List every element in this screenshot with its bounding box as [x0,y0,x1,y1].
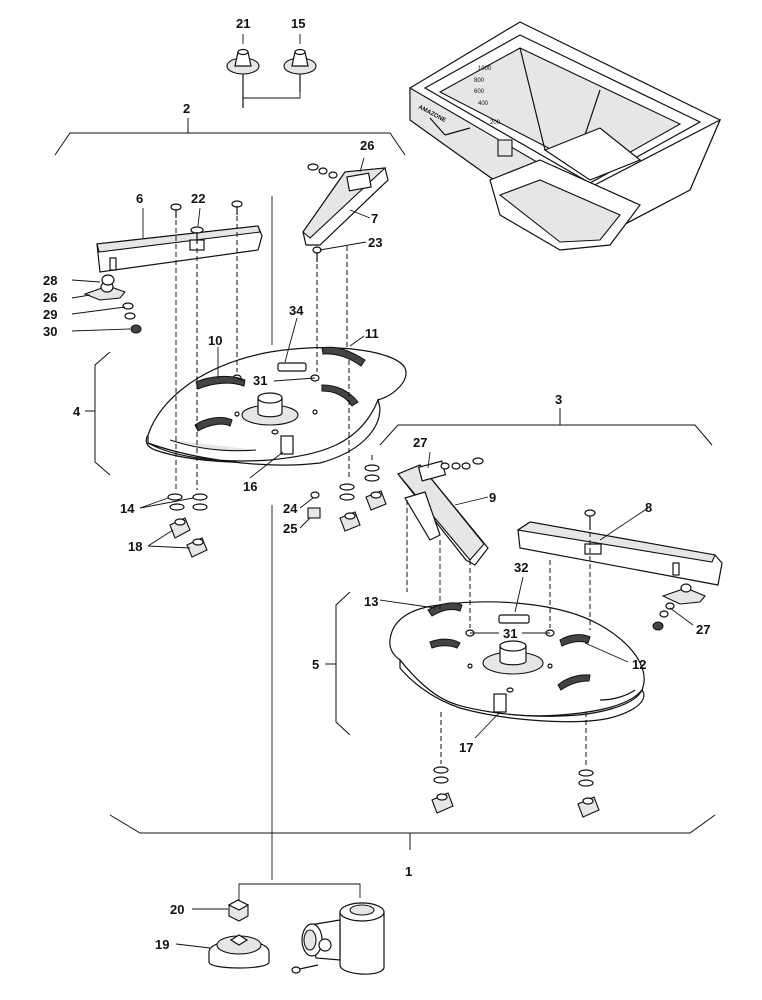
callout-24: 24 [283,501,298,516]
callout-18: 18 [128,539,142,554]
hopper-scale-800: 800 [474,78,485,84]
callout-27-upper: 27 [413,435,427,450]
callout-26-left: 26 [43,290,57,305]
callout-16: 16 [243,479,257,494]
hopper-assembly: 1000 800 600 400 200 AMAZONE [409,21,722,251]
callout-20: 20 [170,902,184,917]
callout-10: 10 [208,333,222,348]
washers-29-30 [122,302,142,334]
star-knobs-21-15 [226,34,317,108]
callout-27-lower: 27 [696,622,710,637]
callout-30: 30 [43,324,57,339]
spreader-vane-9 [397,457,489,566]
callout-11: 11 [365,326,379,341]
assembly-bracket-2 [54,118,406,156]
callout-9: 9 [489,490,496,505]
spreader-vane-7 [302,163,389,262]
hopper-scale-400: 400 [478,101,489,107]
coupling-20 [227,899,250,922]
assembly-bracket-4 [85,351,111,476]
hopper-scale-600: 600 [474,89,485,95]
assembly-bracket-1 [109,814,716,850]
hub-19 [208,934,270,969]
callout-leaders [71,157,694,949]
callout-12: 12 [632,657,646,672]
callout-2: 2 [183,101,190,116]
callout-19: 19 [155,937,169,952]
hopper-scale-200: 200 [490,120,501,126]
callout-5: 5 [312,657,319,672]
callout-28: 28 [43,273,57,288]
spreader-vane-8 [516,509,723,631]
callout-6: 6 [136,191,143,206]
callout-14: 14 [120,501,135,516]
callout-22: 22 [191,191,205,206]
callout-29: 29 [43,307,57,322]
callout-25: 25 [283,521,297,536]
callout-23: 23 [368,235,382,250]
callout-15: 15 [291,16,305,31]
callout-13: 13 [364,594,378,609]
callout-34: 34 [289,303,304,318]
angle-gearbox [291,902,385,975]
spreader-disc-right [389,601,645,723]
assembly-guide-lines [175,196,591,900]
spreader-disc-left [145,346,407,466]
bolt-22 [170,200,243,244]
wing-26-left [83,274,126,301]
callout-4: 4 [73,404,81,419]
callout-7: 7 [371,211,378,226]
callout-32: 32 [514,560,528,575]
callout-labels: 21 15 2 26 6 22 7 23 28 26 29 30 34 11 1… [43,16,710,952]
mounting-parts-right [431,766,600,818]
callout-3: 3 [555,392,562,407]
callout-1: 1 [405,864,412,879]
assembly-bracket-3 [379,408,713,446]
spreader-vane-6 [96,225,263,273]
hopper-scale-1000: 1000 [478,66,492,72]
callout-26-upper: 26 [360,138,374,153]
callout-8: 8 [645,500,652,515]
assembly-bracket-5 [325,591,351,736]
callout-31-left: 31 [253,373,267,388]
callout-31-right: 31 [503,626,517,641]
callout-21: 21 [236,16,250,31]
callout-17: 17 [459,740,473,755]
mounting-parts-left [167,464,387,558]
